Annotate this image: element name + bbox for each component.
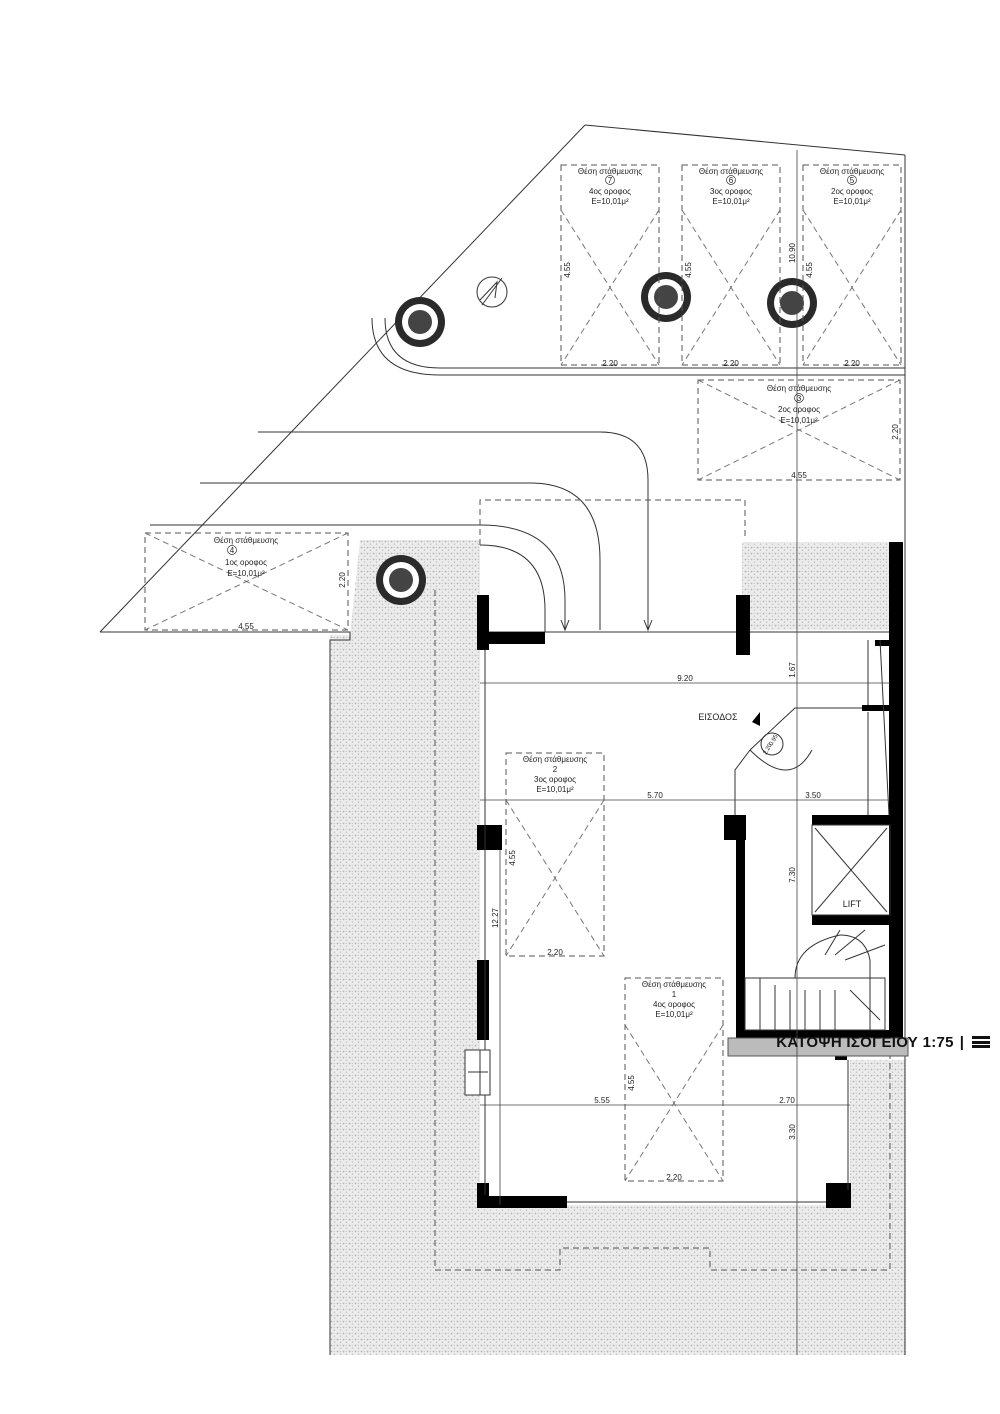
parking-floor: 1ος οροφος xyxy=(225,558,267,567)
parking-title: Θέση στάθμευσης xyxy=(699,167,763,176)
parking-depth: 4.55 xyxy=(805,262,814,278)
parking-title: Θέση στάθμευσης xyxy=(820,167,884,176)
parking-area: Ε=10,01μ² xyxy=(591,197,629,206)
parking-floor: 2ος οροφος xyxy=(778,405,820,414)
paved-area-hatching xyxy=(330,540,905,1355)
parking-space-5: Θέση στάθμευσης 5 2ος οροφος Ε=10,01μ² 4… xyxy=(802,164,902,368)
parking-depth: 4.55 xyxy=(238,622,254,631)
parking-depth: 4.55 xyxy=(791,471,807,480)
drawing-title-block: ΚΑΤΟΨΗ ΙΣΟΓΕΙΟΥ 1:75 | xyxy=(700,1030,990,1054)
dimension-lines xyxy=(480,150,890,1355)
dimension-label: 3.50 xyxy=(805,791,821,800)
dimension-label: 12.27 xyxy=(491,907,500,928)
parking-number: 4 xyxy=(230,546,235,555)
dimension-label: 5.70 xyxy=(647,791,663,800)
parking-depth: 4.55 xyxy=(563,262,572,278)
dimension-label: 1.67 xyxy=(788,662,797,678)
lift-label: LIFT xyxy=(843,899,862,909)
parking-floor: 4ος οροφος xyxy=(653,1000,695,1009)
building-thin-lines xyxy=(464,639,909,1203)
parking-area: Ε=10,01μ² xyxy=(833,197,871,206)
door-height-label: 2.20 xyxy=(763,742,774,756)
tree-icon xyxy=(641,272,691,322)
parking-area: Ε=10,01μ² xyxy=(780,416,818,425)
parking-width: 2.20 xyxy=(666,1173,682,1182)
menu-icon[interactable] xyxy=(972,1036,990,1048)
parking-title: Θέση στάθμευσης xyxy=(214,536,278,545)
parking-title: Θέση στάθμευσης xyxy=(578,167,642,176)
title-separator: | xyxy=(959,1033,964,1051)
dimension-label: 5.55 xyxy=(594,1096,610,1105)
parking-title: Θέση στάθμευσης xyxy=(767,384,831,393)
parking-width: 2.20 xyxy=(547,948,563,957)
parking-space-4: Θέση στάθμευσης 4 1ος οροφος Ε=10,01μ² 4… xyxy=(144,532,349,631)
dimension-label: 3.30 xyxy=(788,1124,797,1140)
parking-number: 2 xyxy=(553,765,558,774)
parking-number: 1 xyxy=(672,990,677,999)
parking-width: 2.20 xyxy=(723,359,739,368)
parking-number: 3 xyxy=(797,394,802,403)
parking-number: 6 xyxy=(729,176,734,185)
staircase xyxy=(744,929,886,1031)
parking-width: 2.20 xyxy=(602,359,618,368)
parking-width: 2.20 xyxy=(338,572,347,588)
parking-space-2: Θέση στάθμευσης 2 3ος οροφος Ε=10,01μ² 4… xyxy=(505,752,605,957)
parking-space-3: Θέση στάθμευσης 3 2ος οροφος Ε=10,01μ² 4… xyxy=(697,379,901,481)
dimension-label: 7.30 xyxy=(788,867,797,883)
parking-area: Ε=10,01μ² xyxy=(536,785,574,794)
parking-space-1: Θέση στάθμευσης 1 4ος οροφος Ε=10,01μ² 4… xyxy=(624,977,724,1182)
dimension-label: 9.20 xyxy=(677,674,693,683)
dimension-label: 10.90 xyxy=(788,242,797,263)
door-width-label: 0.95 xyxy=(769,733,780,747)
site-outline xyxy=(99,124,906,1355)
parking-depth: 4.55 xyxy=(684,262,693,278)
parking-floor: 4ος οροφος xyxy=(589,187,631,196)
parking-number: 5 xyxy=(850,176,855,185)
parking-floor: 3ος οροφος xyxy=(710,187,752,196)
building-walls xyxy=(477,542,903,1208)
tree-icon xyxy=(376,555,426,605)
parking-floor: 2ος οροφος xyxy=(831,187,873,196)
dimension-labels: 10.90 9.20 1.67 5.70 3.50 7.30 12.27 5.5… xyxy=(491,242,821,1139)
ramp-arrows xyxy=(560,619,653,632)
parking-space-6: Θέση στάθμευσης 6 3ος οροφος Ε=10,01μ² 4… xyxy=(681,164,781,368)
drawing-title: ΚΑΤΟΨΗ ΙΣΟΓΕΙΟΥ 1:75 xyxy=(776,1033,954,1051)
parking-number: 7 xyxy=(608,176,613,185)
parking-title: Θέση στάθμευσης xyxy=(523,755,587,764)
parking-depth: 4.55 xyxy=(508,850,517,866)
entrance-label: ΕΙΣΟΔΟΣ xyxy=(698,712,738,722)
lift-shaft xyxy=(811,824,891,916)
tree-icon xyxy=(767,278,817,328)
parking-depth: 4.55 xyxy=(627,1075,636,1091)
parking-floor: 3ος οροφος xyxy=(534,775,576,784)
projection-outlines xyxy=(434,499,891,1271)
tree-icon xyxy=(395,297,445,347)
north-arrow-icon xyxy=(476,276,508,308)
parking-width: 2.20 xyxy=(891,424,900,440)
parking-width: 2.20 xyxy=(844,359,860,368)
parking-area: Ε=10,01μ² xyxy=(655,1010,693,1019)
parking-area: Ε=10,01μ² xyxy=(227,569,265,578)
entrance-door xyxy=(734,707,862,815)
parking-title: Θέση στάθμευσης xyxy=(642,980,706,989)
dimension-label: 2.70 xyxy=(779,1096,795,1105)
parking-area: Ε=10,01μ² xyxy=(712,197,750,206)
parking-space-7: Θέση στάθμευσης 7 4ος οροφος Ε=10,01μ² 4… xyxy=(560,164,660,368)
